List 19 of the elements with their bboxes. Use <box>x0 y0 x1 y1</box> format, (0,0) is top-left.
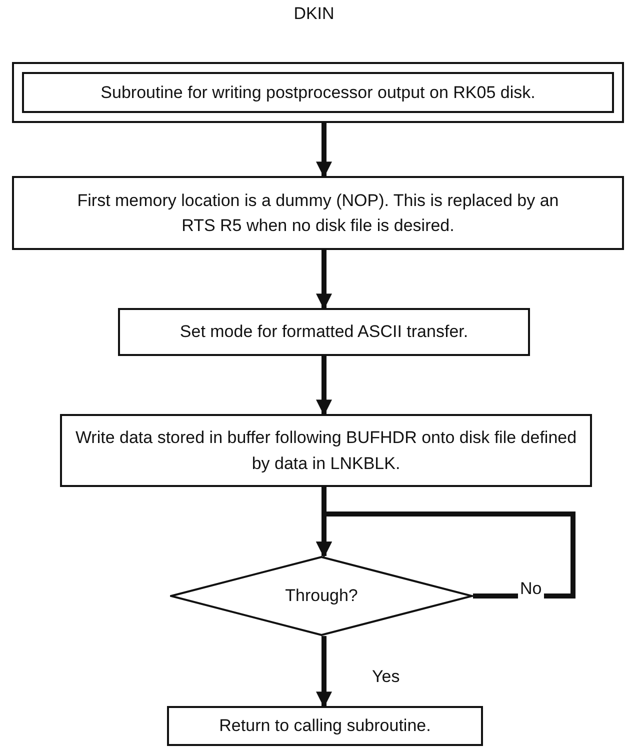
decision-diamond <box>170 556 473 636</box>
process-box <box>118 308 530 356</box>
diagram-title: DKIN <box>292 4 336 24</box>
flow-arrow <box>316 512 576 598</box>
step-text: Subroutine for writing postprocessor output on RK05 disk. <box>100 82 536 104</box>
process-box <box>12 176 624 250</box>
step-text: First memory location is a dummy (NOP). This is replaced by an RTS R5 when no disk file is desired. <box>76 190 560 237</box>
edge-label: No <box>518 579 544 599</box>
step-text: Write data stored in buffer following BUFHDR onto disk file defined by data in LNKBLK. <box>74 427 578 474</box>
flow-arrow <box>316 123 332 178</box>
process-box <box>167 706 483 746</box>
step-text: Set mode for formatted ASCII transfer. <box>180 321 468 344</box>
flow-arrow <box>316 636 332 708</box>
process-box <box>60 414 592 487</box>
step-text: Return to calling subroutine. <box>219 715 431 738</box>
flow-arrow <box>316 250 332 310</box>
flow-arrow <box>316 356 332 416</box>
subroutine-box <box>12 62 624 123</box>
step-text: Through? <box>285 585 358 608</box>
